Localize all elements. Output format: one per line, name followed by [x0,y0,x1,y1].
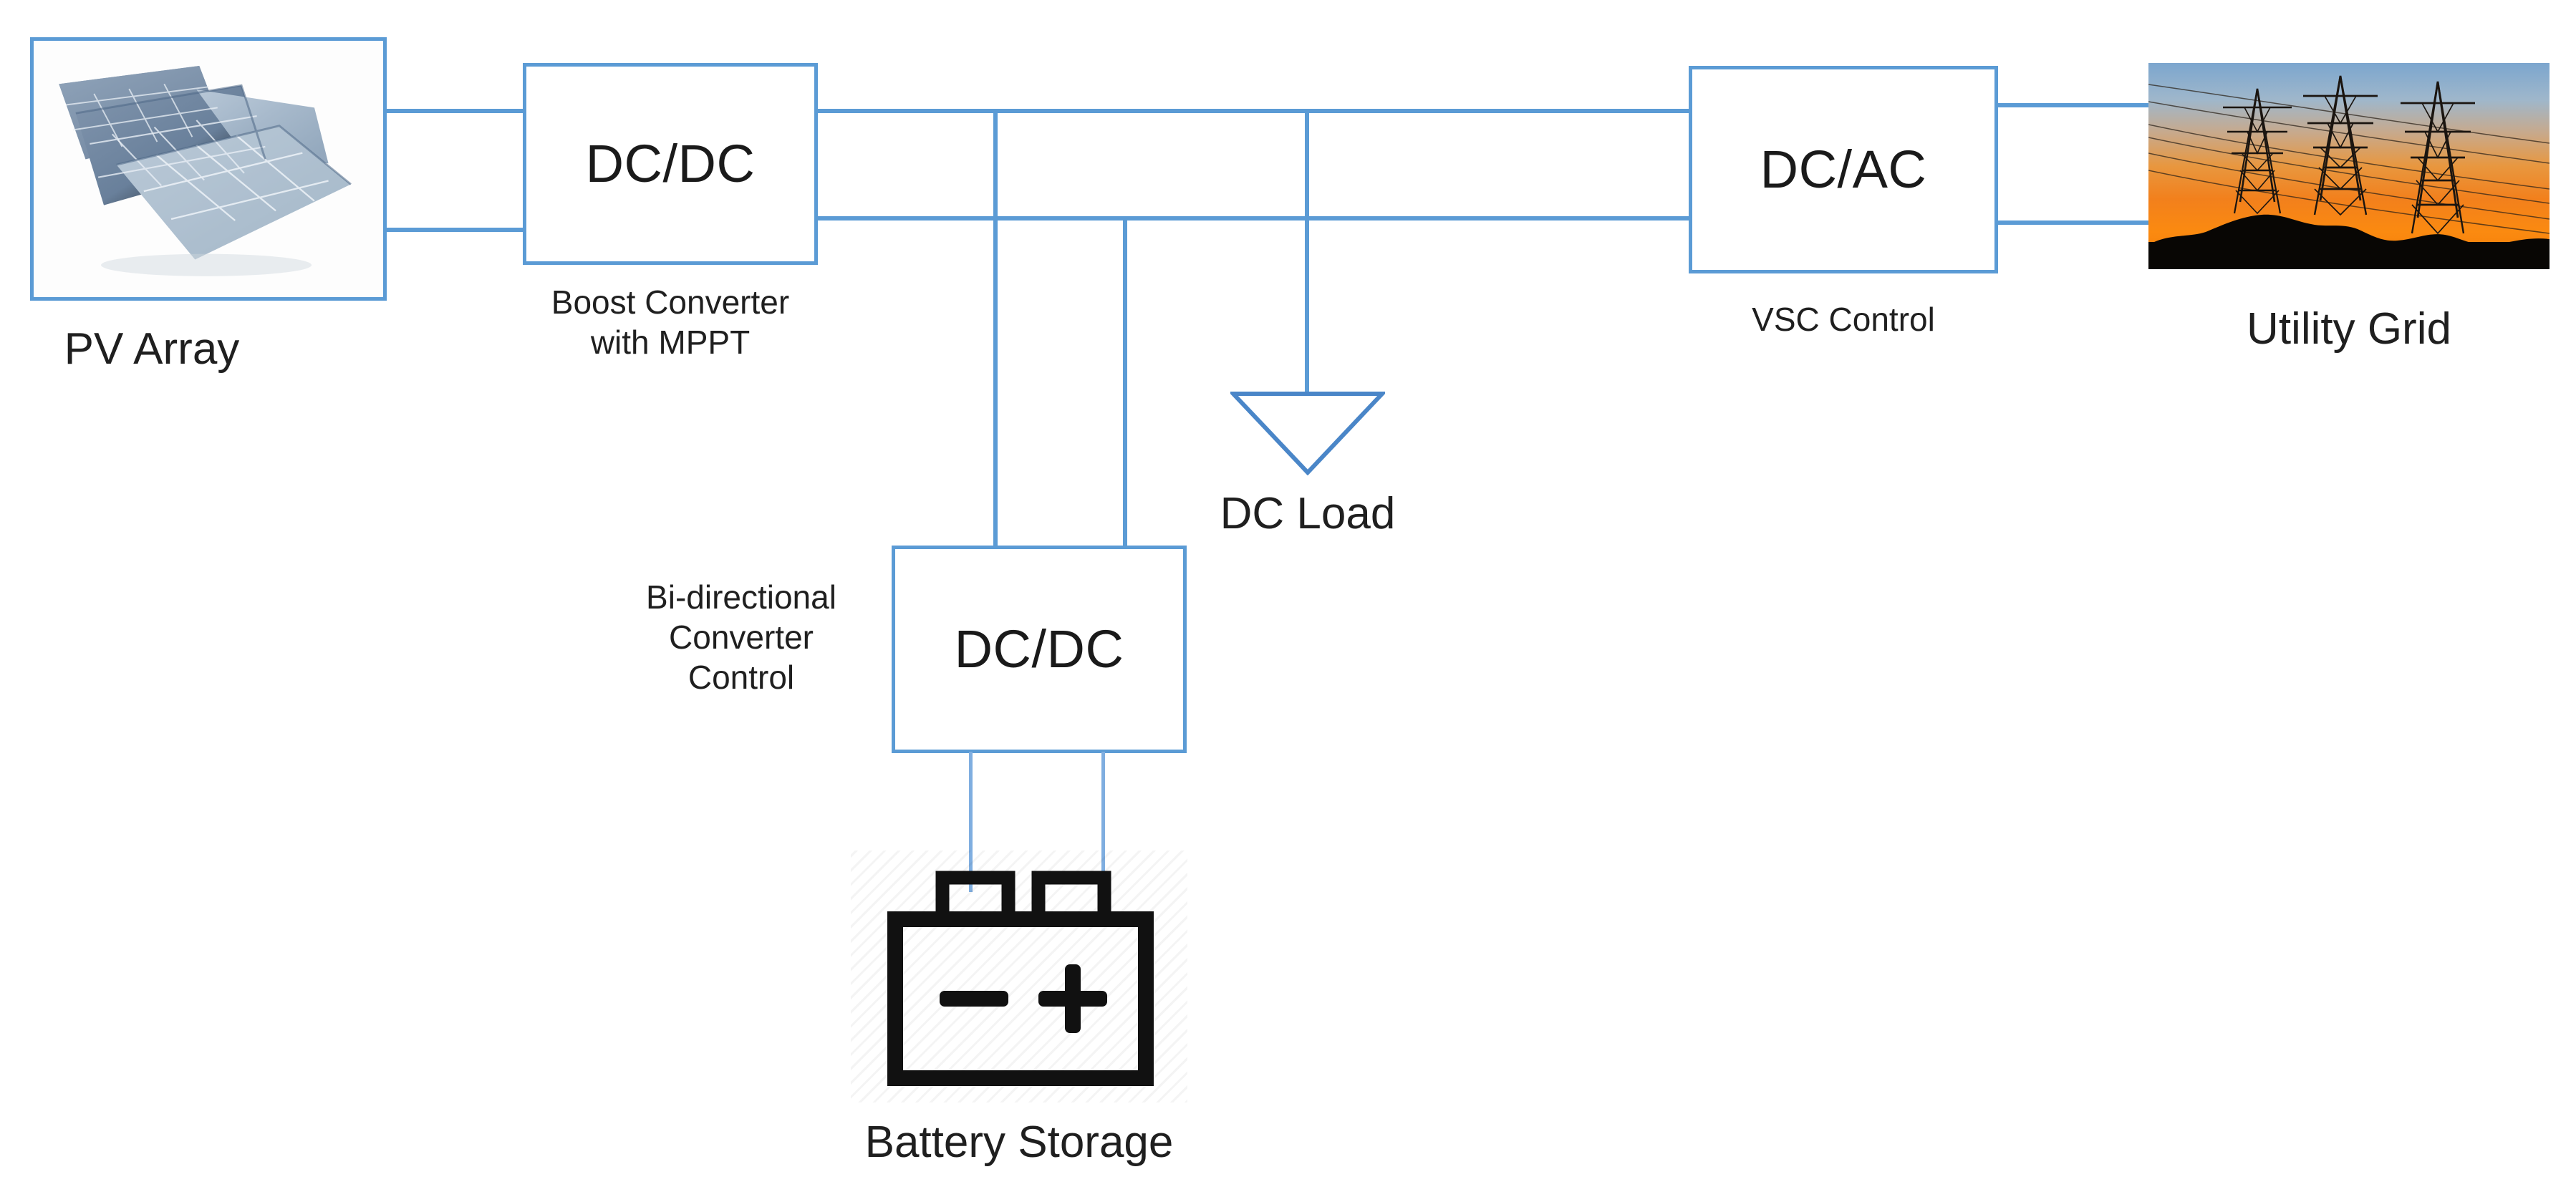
utility-grid-label: Utility Grid [2247,304,2451,354]
inverter-caption: VSC Control [1752,301,1935,338]
down-triangle-icon [1228,392,1387,476]
inverter-title: DC/AC [1760,140,1927,199]
battery-glyph [887,871,1154,1086]
wire-converter-to-battery-positive [1101,752,1105,892]
utility-grid-image [2148,63,2550,269]
wire-inverter-to-grid-top [1995,103,2151,107]
wire-pv-to-boost-top [385,109,526,113]
dc-load-symbol [1228,389,1387,476]
boost-converter-title: DC/DC [585,134,756,193]
dc-bus-negative-rail [816,216,1690,220]
battery-storage-label: Battery Storage [864,1118,1174,1167]
bidirectional-converter-title: DC/DC [954,619,1124,679]
wire-pv-to-boost-bottom [385,228,526,232]
transmission-towers-sunset-icon [2148,63,2550,269]
wire-bus-to-bidirectional-right [1123,216,1127,547]
wire-inverter-to-grid-bottom [1995,220,2151,225]
bidirectional-converter-block[interactable]: DC/DC [892,546,1187,753]
boost-converter-block[interactable]: DC/DC [523,63,818,265]
dc-bus-positive-rail [816,109,1690,113]
bidirectional-converter-caption: Bi-directional Converter Control [646,578,836,697]
wire-bus-to-bidirectional-left [993,109,998,547]
boost-converter-caption: Boost Converter with MPPT [551,284,790,362]
inverter-block[interactable]: DC/AC [1689,66,1998,273]
solar-panel-array-icon [34,41,383,297]
dc-load-label: DC Load [1220,489,1396,538]
wire-bus-to-dc-load [1305,109,1309,394]
battery-hatch-background [851,850,1187,1102]
wire-converter-to-battery-negative [969,752,973,892]
pv-array-image-frame [30,37,387,301]
pv-array-label: PV Array [64,324,240,374]
battery-storage-icon [851,850,1187,1102]
